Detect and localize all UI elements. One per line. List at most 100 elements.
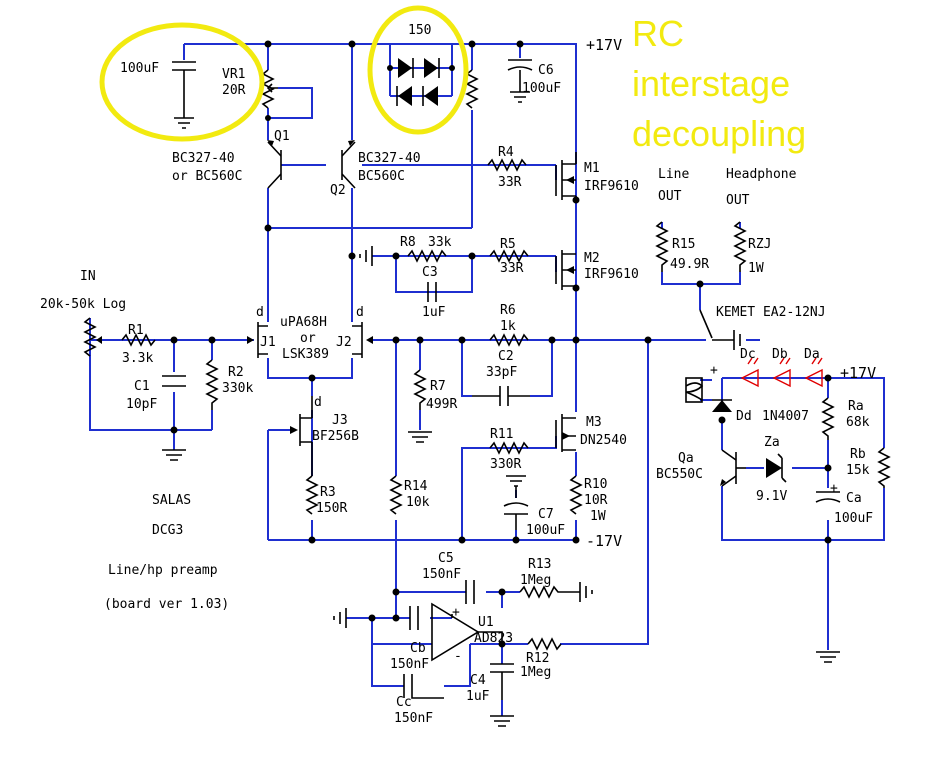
relay-label: KEMET EA2-12NJ	[716, 305, 826, 320]
relay-contact-symbol	[699, 309, 741, 350]
r2-name-label: R2	[228, 365, 244, 380]
bias-resistor-symbol	[465, 69, 479, 109]
c5-name-label: C5	[438, 551, 454, 566]
j3-part-label: BF256B	[312, 429, 359, 444]
q1-transistor-symbol	[267, 140, 282, 189]
c3-value-label: 1uF	[422, 305, 446, 320]
c2-capacitor-symbol	[472, 386, 530, 406]
c3-capacitor-symbol	[427, 282, 437, 302]
j3-drain-label: d	[314, 395, 322, 410]
za-zener-symbol	[766, 453, 787, 483]
input-label: IN	[80, 269, 96, 284]
annotation-line3: decoupling	[632, 113, 806, 154]
u1-plus-label: +	[452, 605, 460, 620]
r10-power-label: 1W	[590, 509, 606, 524]
j1-jfet-symbol	[247, 322, 268, 358]
m2-mosfet-symbol	[555, 250, 576, 290]
title-line4: (board ver 1.03)	[104, 597, 229, 612]
r6-resistor-symbol	[489, 333, 529, 347]
dd-name-label: Dd	[736, 409, 752, 424]
ra-resistor-symbol	[821, 397, 835, 440]
r12-resistor-symbol	[527, 637, 562, 651]
cc-name-label: Cc	[396, 695, 412, 710]
r5-resistor-symbol	[489, 249, 529, 263]
cc-value-label: 150nF	[394, 711, 433, 726]
r12-value-label: 1Meg	[520, 665, 551, 680]
hp-out-label2: OUT	[726, 193, 750, 208]
rail-pos-label: +17V	[586, 36, 622, 54]
j1-name-label: J1	[260, 335, 276, 350]
c4-name-label: C4	[470, 673, 486, 688]
u1-opamp-symbol	[431, 602, 503, 662]
r10-value-label: 10R	[584, 493, 608, 508]
m1-part-label: IRF9610	[584, 179, 639, 194]
c5-value-label: 150nF	[422, 567, 461, 582]
j1-drain-label: d	[256, 305, 264, 320]
q2-part1-label: BC327-40	[358, 151, 421, 166]
rb-name-label: Rb	[850, 447, 866, 462]
j3-name-label: J3	[332, 413, 348, 428]
r11-value-label: 330R	[490, 457, 521, 472]
c7-capacitor-symbol	[503, 475, 529, 530]
r1-value-label: 3.3k	[122, 351, 153, 366]
r15-value-label: 49.9R	[670, 257, 709, 272]
input-ground-symbol	[162, 449, 186, 461]
r13-resistor-symbol	[519, 585, 580, 599]
u1-part-label: AD823	[474, 631, 513, 646]
m2-name-label: M2	[584, 251, 600, 266]
title-line3: Line/hp preamp	[108, 563, 218, 578]
j2-jfet-symbol	[352, 322, 373, 358]
c7-name-label: C7	[538, 507, 554, 522]
ra-value-label: 68k	[846, 415, 870, 430]
r10-resistor-symbol	[569, 475, 583, 515]
highlight-cap-ellipse	[99, 22, 265, 142]
r4-resistor-symbol	[487, 158, 527, 172]
r8-name-label: R8	[400, 235, 416, 250]
c5-capacitor-symbol	[465, 580, 475, 604]
r8-ground-symbol	[359, 246, 373, 266]
vr1-trimmer-symbol	[261, 69, 278, 109]
line-out-label1: Line	[658, 167, 689, 182]
r5-value-label: 33R	[500, 261, 524, 276]
c1-name-label: C1	[134, 379, 150, 394]
cb-capacitor-symbol	[409, 606, 419, 630]
r14-resistor-symbol	[389, 475, 403, 515]
cap-100uf-label: 100uF	[120, 61, 159, 76]
r6-name-label: R6	[500, 303, 516, 318]
rzj-value-label: 1W	[748, 261, 764, 276]
c6-value-label: 100uF	[522, 81, 561, 96]
r14-value-label: 10k	[406, 495, 430, 510]
dd-part-label: 1N4007	[762, 409, 809, 424]
r1-name-label: R1	[128, 323, 144, 338]
r6-value-label: 1k	[500, 319, 516, 334]
r11-resistor-symbol	[489, 441, 529, 455]
q2-part2-label: BC560C	[358, 169, 405, 184]
dc-name-label: Dc	[740, 347, 756, 362]
r11-name-label: R11	[490, 427, 513, 442]
ra-name-label: Ra	[848, 399, 864, 414]
c1-capacitor-symbol	[162, 375, 186, 387]
ca-value-label: 100uF	[834, 511, 873, 526]
j2-name-label: J2	[336, 335, 352, 350]
rail-pos2-label: +17V	[840, 364, 876, 382]
rzj-resistor-symbol	[733, 221, 747, 272]
r1-resistor-symbol	[121, 333, 156, 347]
title-line1: SALAS	[152, 493, 191, 508]
c6-name-label: C6	[538, 63, 554, 78]
qa-transistor-symbol	[720, 449, 746, 487]
r7-resistor-symbol	[413, 369, 427, 410]
r15-name-label: R15	[672, 237, 695, 252]
r15-resistor-symbol	[655, 221, 669, 272]
r3-value-label: 150R	[316, 501, 347, 516]
opamp-ground-symbol	[333, 608, 347, 628]
r3-name-label: R3	[320, 485, 336, 500]
ca-plus-label: +	[830, 481, 838, 496]
j3-jfet-symbol	[290, 396, 313, 476]
cb-name-label: Cb	[410, 641, 426, 656]
r2-resistor-symbol	[205, 359, 219, 410]
r4-name-label: R4	[498, 145, 514, 160]
r12-name-label: R12	[526, 651, 549, 666]
annotation-line1: RC	[632, 13, 684, 54]
r7-value-label: 499R	[426, 397, 457, 412]
